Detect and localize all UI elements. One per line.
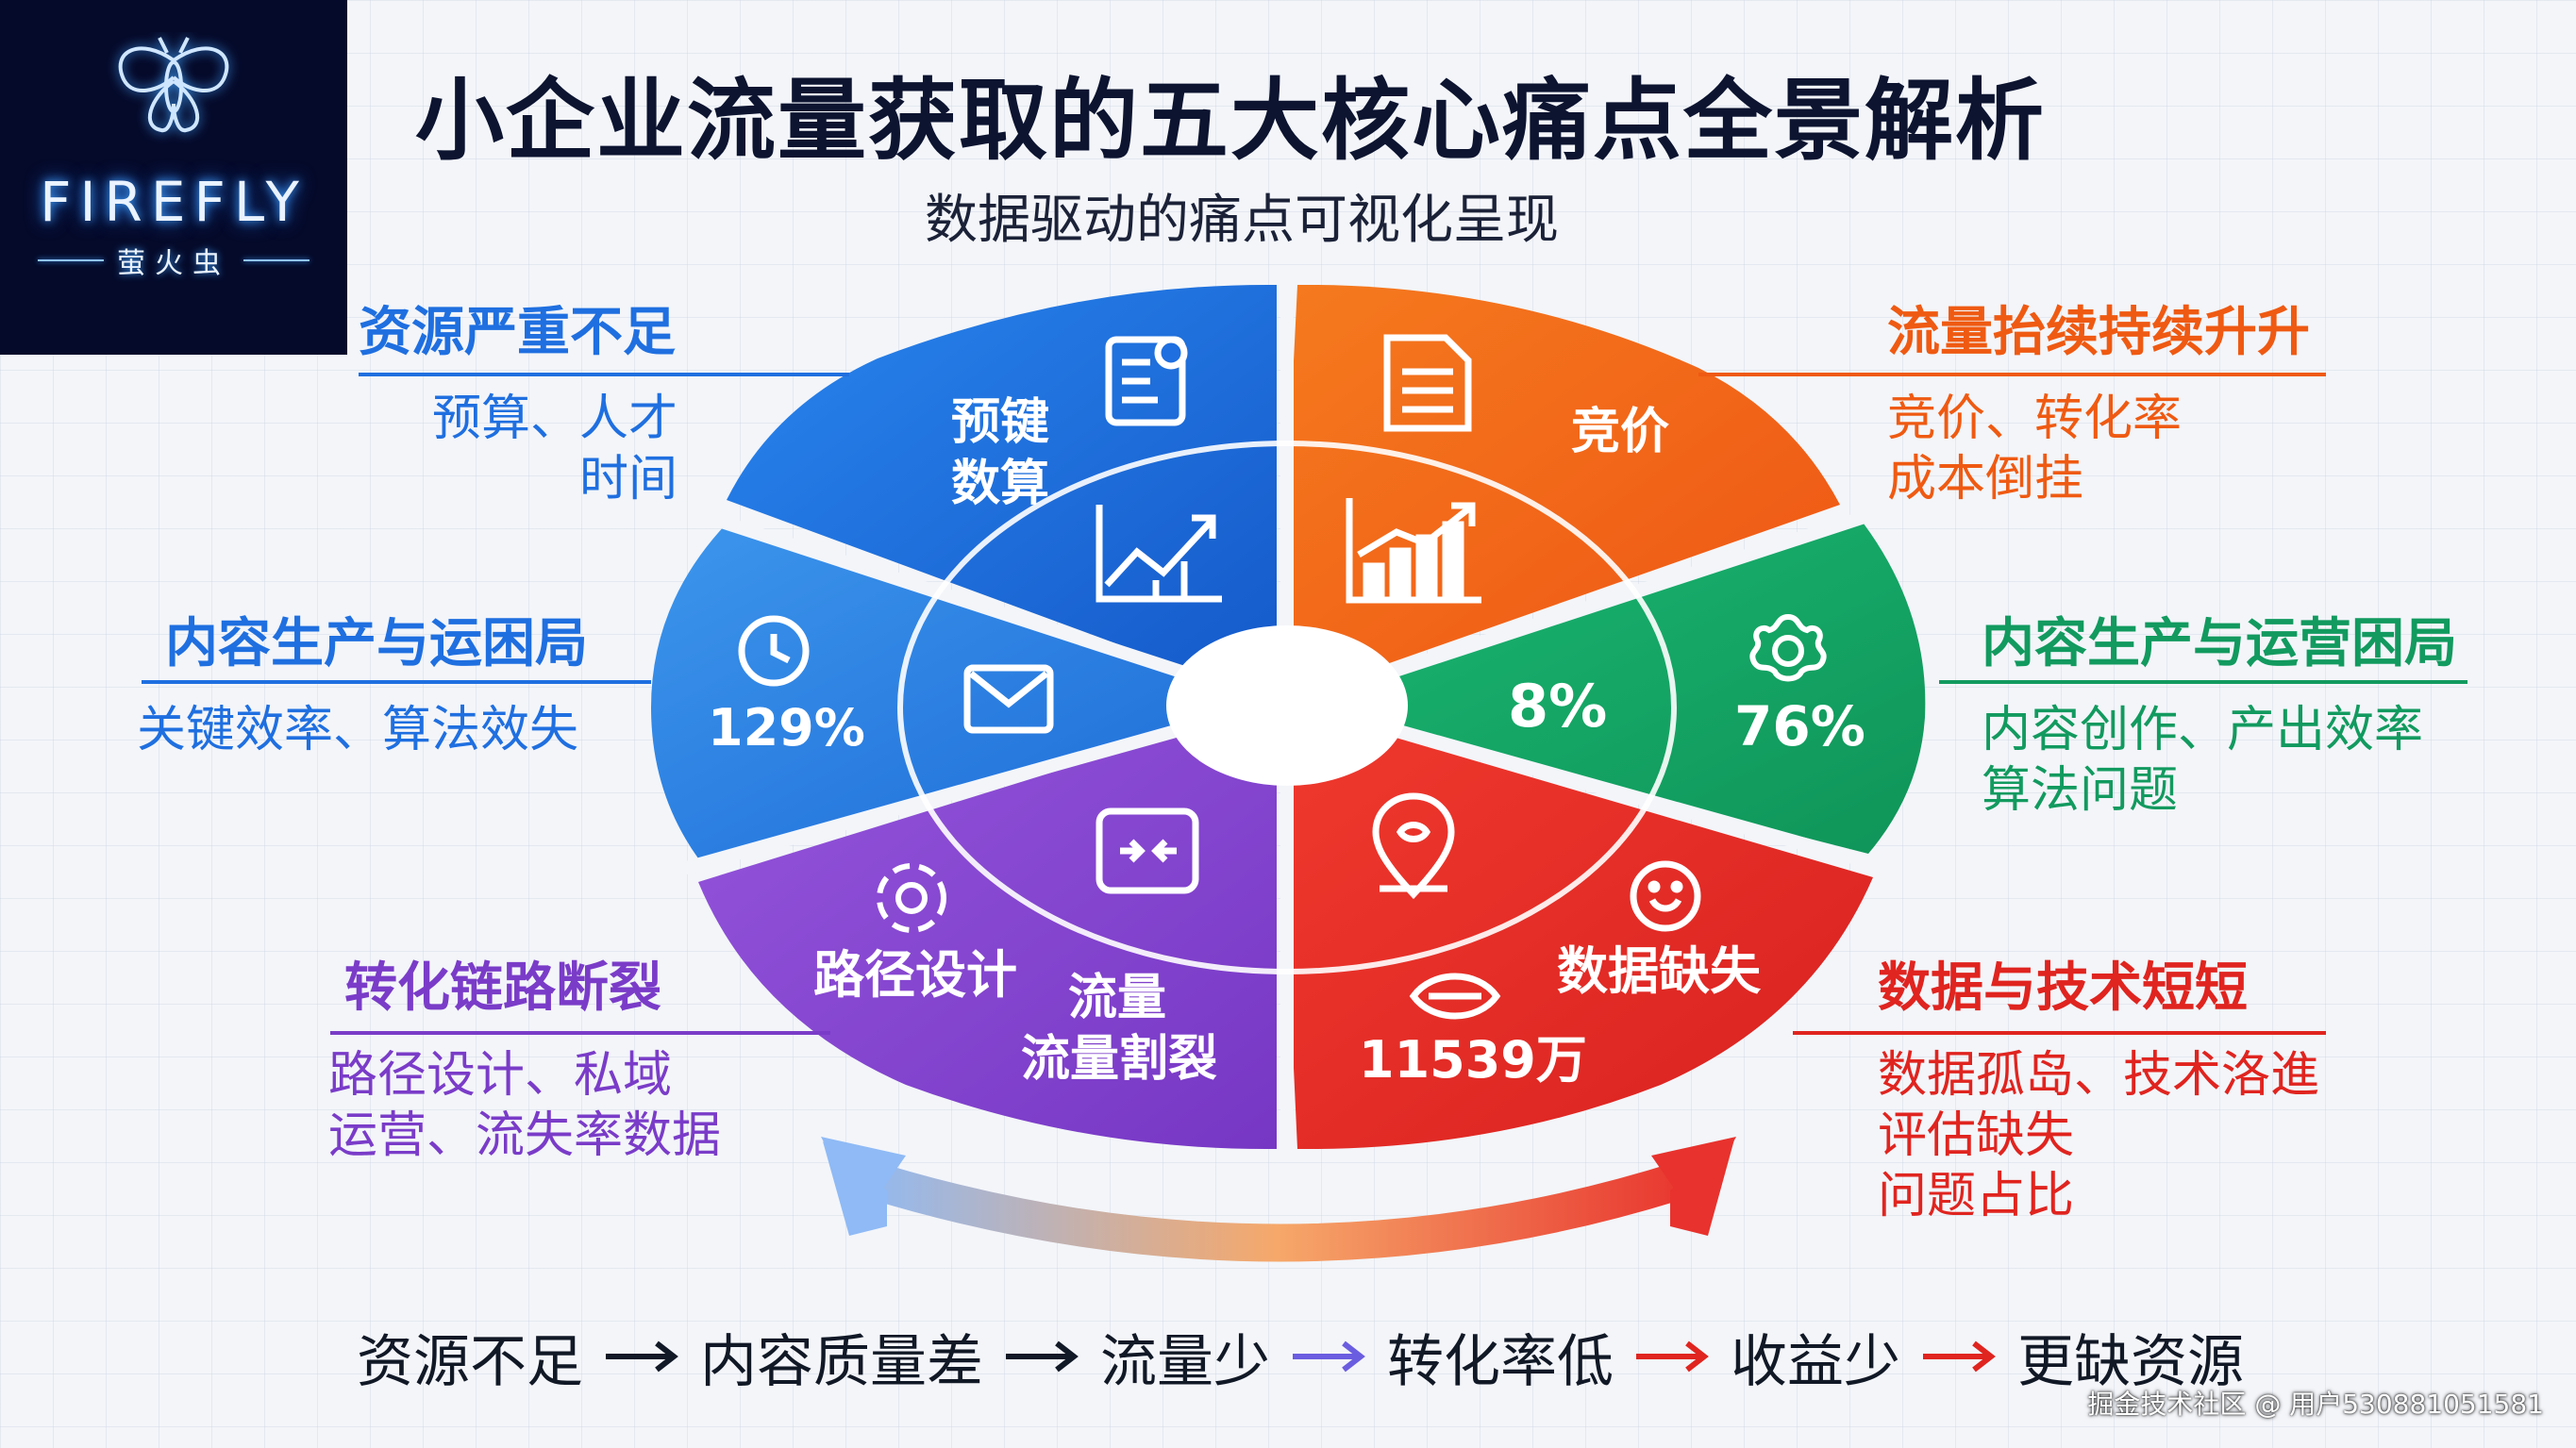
- callout-top-left-line-2: 时间: [578, 451, 677, 508]
- flow-arrow-icon: [606, 1340, 678, 1373]
- callout-top-left-desc: 预算、人才 时间: [432, 389, 677, 509]
- flow-arrow-icon: [1293, 1340, 1365, 1373]
- callout-bottom-right-desc: 数据孤岛、技术洛進 评估缺失 问题占比: [1878, 1045, 2319, 1226]
- flow-step-2: 内容质量差: [700, 1328, 983, 1395]
- flow-step-5: 收益少: [1731, 1328, 1900, 1395]
- logo-rule-left: [38, 259, 104, 261]
- vicious-cycle-flow: 资源不足 内容质量差 流量少 转化率低 收益少 更缺资源: [357, 1319, 2244, 1395]
- document-user-icon: [1105, 336, 1188, 426]
- callout-mid-left-desc: 关键效率、算法效失: [137, 700, 578, 760]
- callout-mid-left-line-1: 关键效率、算法效失: [137, 702, 579, 758]
- cycle-arc: [847, 1156, 1705, 1262]
- leader-lines: [142, 373, 2467, 1035]
- seg-top-left-label-1: 预键: [951, 394, 1049, 451]
- seg-right-outer-value: 76%: [1734, 694, 1865, 758]
- callout-mid-right-line-2: 算法问题: [1982, 762, 2179, 819]
- page-title: 小企业流量获取的五大核心痛点全景解析: [415, 70, 2047, 173]
- callout-top-right-line-2: 成本倒挂: [1887, 451, 2084, 508]
- cycle-arrow-left-tip: [821, 1137, 906, 1217]
- firefly-logo-icon: [118, 37, 229, 133]
- callout-mid-right-desc: 内容创作、产出效率 算法问题: [1982, 700, 2423, 821]
- flow-step-4: 转化率低: [1387, 1328, 1614, 1395]
- segment-green: [1277, 524, 1926, 854]
- trend-chart-icon: [1096, 505, 1222, 603]
- callout-bottom-left-heading: 转化链路断裂: [344, 957, 661, 1019]
- brand-logo: FIREFLY 萤火虫: [0, 0, 347, 355]
- watermark: 掘金技术社区 @ 用户530881051581: [2087, 1389, 2544, 1420]
- callout-bottom-right-line-2: 评估缺失: [1878, 1107, 2075, 1164]
- cycle-arrow-right-tip: [1651, 1137, 1736, 1217]
- center-hole: [1166, 625, 1408, 786]
- callout-top-right-heading: 流量抬续持续升升: [1887, 302, 2310, 363]
- seg-bottom-mid-label-1: 流量: [1068, 970, 1166, 1026]
- callout-bottom-left-desc: 路径设计、私域 运营、流失率数据: [328, 1045, 721, 1166]
- seg-bottom-right-value: 11539万: [1359, 1030, 1587, 1090]
- logo-wordmark: FIREFLY: [40, 170, 308, 234]
- callout-bottom-right-heading: 数据与技术短短: [1878, 957, 2248, 1019]
- page-subtitle: 数据驱动的痛点可视化呈现: [925, 190, 1559, 251]
- flow-arrow-icon: [1006, 1340, 1079, 1373]
- callout-mid-right-heading: 内容生产与运营困局: [1982, 613, 2457, 674]
- flow-step-1: 资源不足: [357, 1328, 583, 1395]
- gear-icon: [1749, 613, 1827, 682]
- logo-rule-right: [243, 259, 309, 261]
- flow-step-6: 更缺资源: [2017, 1328, 2244, 1395]
- mail-icon: [963, 664, 1054, 734]
- flow-arrow-icon: [1923, 1340, 1996, 1373]
- inner-ring: [897, 441, 1677, 974]
- seg-bottom-right-label: 数据缺失: [1557, 941, 1762, 1001]
- eye-icon: [1409, 973, 1501, 1020]
- seg-top-right-label: 竞价: [1571, 404, 1669, 460]
- logo-subtext: 萤火虫: [117, 247, 230, 280]
- callout-top-left-heading: 资源严重不足: [359, 302, 676, 363]
- callout-bottom-left-line-1: 路径设计、私域: [328, 1047, 673, 1104]
- callout-top-right-line-1: 竞价、转化率: [1887, 391, 2183, 447]
- face-icon: [1630, 860, 1701, 932]
- seg-bottom-mid-label-2: 流量割裂: [1021, 1031, 1217, 1088]
- target-icon: [877, 863, 946, 933]
- callout-bottom-left-line-2: 运营、流失率数据: [328, 1107, 722, 1164]
- document-list-icon: [1383, 334, 1472, 432]
- transfer-box-icon: [1096, 807, 1199, 894]
- callout-bottom-right-line-3: 问题占比: [1878, 1168, 2075, 1224]
- seg-left-value: 129%: [708, 698, 865, 757]
- seg-top-left-label-2: 数算: [951, 456, 1049, 512]
- callout-mid-right-line-1: 内容创作、产出效率: [1982, 702, 2424, 758]
- callout-top-left-line-1: 预算、人才: [432, 391, 678, 447]
- bar-chart-icon: [1346, 498, 1481, 604]
- clock-icon: [738, 615, 810, 687]
- callout-top-right-desc: 竞价、转化率 成本倒挂: [1887, 389, 2182, 509]
- callout-bottom-right-line-1: 数据孤岛、技术洛進: [1878, 1047, 2320, 1104]
- logo-sub-row: 萤火虫: [38, 240, 309, 281]
- seg-bottom-left-label: 路径设计: [813, 945, 1017, 1005]
- seg-right-inner-value: 8%: [1508, 672, 1607, 741]
- callout-mid-left-heading: 内容生产与运困局: [165, 613, 588, 674]
- flow-arrow-icon: [1636, 1340, 1709, 1373]
- flow-step-3: 流量少: [1100, 1328, 1270, 1395]
- segment-red: [1277, 703, 1873, 1150]
- map-pin-icon: [1372, 792, 1455, 900]
